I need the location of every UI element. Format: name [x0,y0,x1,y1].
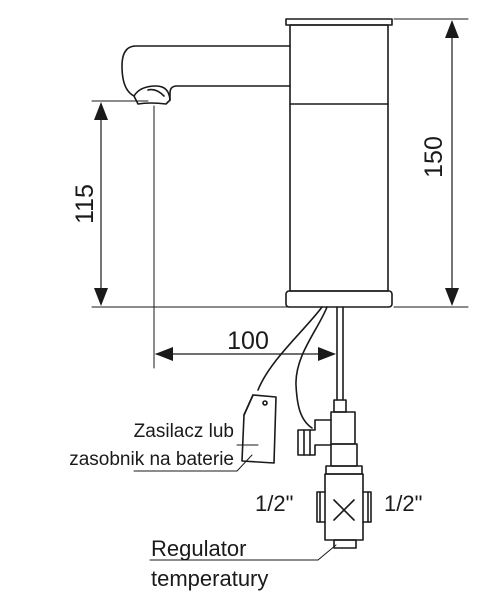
supply-pipe [333,306,347,413]
power-cable [257,306,328,429]
spout-height-label: 115 [71,184,99,224]
power-supply-label-line1: Zasilacz lub [134,421,234,442]
dimension-150 [393,18,469,308]
faucet-spout [121,45,291,105]
leader-lines [133,444,337,561]
width-dimension-label: 100 [227,327,269,355]
dimension-100 [153,105,336,369]
left-connection-label: 1/2" [255,491,293,516]
solenoid-valve [297,411,356,456]
total-height-label: 150 [420,136,448,178]
faucet-body [285,18,393,308]
mixing-valve [316,443,372,549]
dimension-115 [91,100,291,308]
regulator-label-line2: temperatury [151,566,268,591]
battery-box [241,394,277,464]
power-supply-label-line2: zasobnik na baterie [69,449,234,470]
regulator-label-line1: Regulator [151,536,246,561]
right-connection-label: 1/2" [384,491,422,516]
